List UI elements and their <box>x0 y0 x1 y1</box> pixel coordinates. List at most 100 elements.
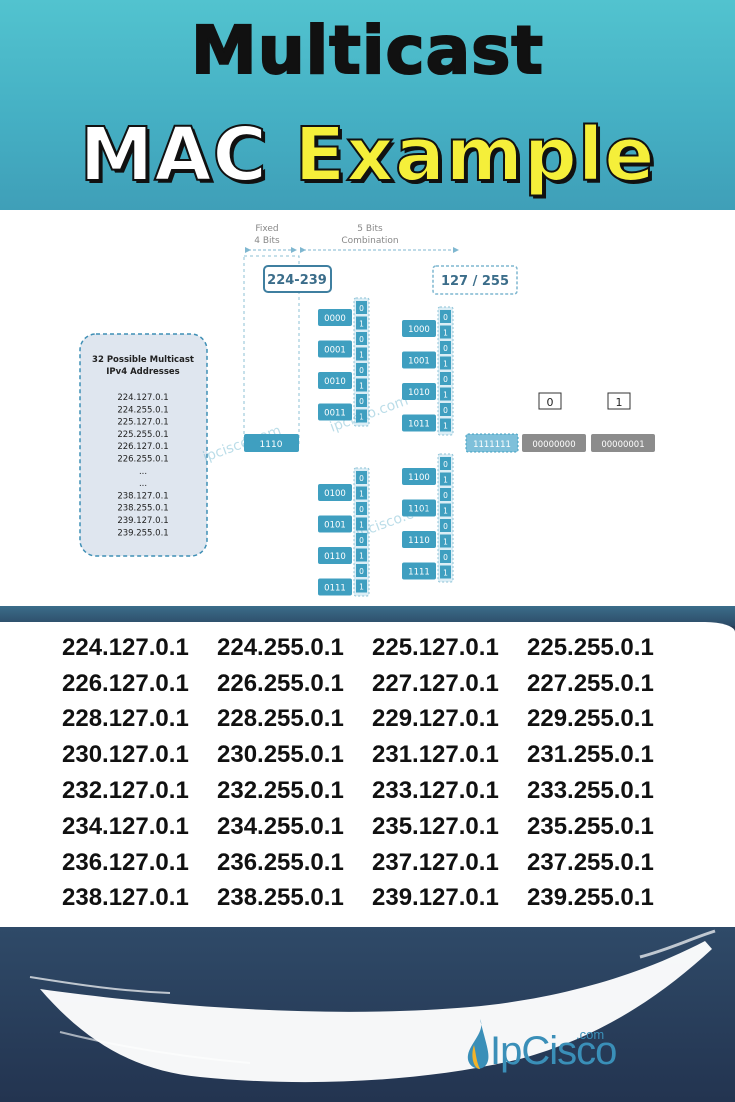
address-cell: 233.255.0.1 <box>527 777 654 805</box>
fixed-bits-box <box>244 434 299 452</box>
bit-cell <box>440 488 451 501</box>
bit-label: 1 <box>443 507 448 516</box>
combination-label: 0101 <box>324 521 346 531</box>
bit-label: 0 <box>443 406 448 415</box>
bit-cell <box>356 316 367 330</box>
combination-box <box>318 309 352 326</box>
bit-label: 0 <box>443 460 448 469</box>
address-cell: 234.127.0.1 <box>62 812 189 840</box>
address-cell: 236.127.0.1 <box>62 848 189 876</box>
addresses-title-2: IPv4 Addresses <box>106 367 179 377</box>
address-cell: 238.255.0.1 <box>217 884 344 912</box>
bit-cell <box>440 341 451 354</box>
bit-label: 0 <box>443 491 448 500</box>
bit-cell <box>440 472 451 486</box>
address-list-item: 238.127.0.1 <box>117 491 168 501</box>
combination-box <box>318 547 352 564</box>
address-panel: 224.127.0.1 224.255.0.1 225.127.0.1 225.255… <box>0 622 735 927</box>
diagram-canvas: Fixed 4 Bits 5 Bits Combination 224-239 … <box>79 224 655 597</box>
title-mac: MAC <box>79 111 268 199</box>
bit-cell <box>356 409 367 423</box>
bit-cell <box>440 325 451 339</box>
mac-a-label: 00000000 <box>532 440 575 450</box>
bit-label: 0 <box>443 375 448 384</box>
bit-label: 0 <box>359 366 364 375</box>
bit-cell <box>356 301 367 314</box>
address-cell: 227.255.0.1 <box>527 669 654 697</box>
address-cell: 232.255.0.1 <box>217 777 344 805</box>
bit-cell <box>440 372 451 385</box>
combination-label: 0010 <box>324 377 346 387</box>
combination-label: 0001 <box>324 346 346 356</box>
bit-cell <box>440 503 451 517</box>
addresses-box <box>79 333 208 557</box>
title-example: Example <box>294 111 656 199</box>
combination-label: 1111 <box>408 568 430 578</box>
range-box-first <box>263 265 332 293</box>
address-cell: 236.255.0.1 <box>217 848 344 876</box>
address-cell: 233.127.0.1 <box>372 777 499 805</box>
address-list-item: 238.255.0.1 <box>117 504 168 514</box>
combination-label: 0100 <box>324 489 346 499</box>
footer-banner: IpCisco .com <box>0 927 735 1102</box>
bit-cell <box>440 387 451 401</box>
address-cell: 227.127.0.1 <box>372 669 499 697</box>
address-cell: 239.127.0.1 <box>372 884 499 912</box>
bit-label: 1 <box>359 552 364 561</box>
bit-cell <box>440 403 451 416</box>
address-list-item: 226.255.0.1 <box>117 455 168 465</box>
fixed-label-2: 4 Bits <box>254 236 280 246</box>
address-cell: 239.255.0.1 <box>527 884 654 912</box>
combination-label: 1011 <box>408 420 430 430</box>
combination-box <box>318 515 352 533</box>
combination-box <box>402 531 436 548</box>
address-row: 224.127.0.1 224.255.0.1 225.127.0.1 225.255… <box>62 630 682 666</box>
combination-box <box>318 340 352 358</box>
address-cell: 224.255.0.1 <box>217 633 344 661</box>
combination-label: 0000 <box>324 314 346 324</box>
bit-label: 0 <box>443 313 448 322</box>
bit-cell <box>356 548 367 562</box>
address-list-item: ... <box>139 467 147 477</box>
bit-label: 1 <box>443 360 448 369</box>
address-cell: 229.127.0.1 <box>372 705 499 733</box>
marker-a-label: 0 <box>547 396 554 409</box>
address-cell: 225.255.0.1 <box>527 633 654 661</box>
bit-cell <box>440 457 451 470</box>
address-cell: 225.127.0.1 <box>372 633 499 661</box>
mac-box-b <box>591 434 655 452</box>
address-list-item: 224.255.0.1 <box>117 405 168 415</box>
address-cell: 226.127.0.1 <box>62 669 189 697</box>
mac-box-a <box>522 434 586 452</box>
address-cell: 228.127.0.1 <box>62 705 189 733</box>
bit-label: 0 <box>359 567 364 576</box>
bit-cell <box>356 564 367 577</box>
multicast-mac-diagram: Fixed 4 Bits 5 Bits Combination 224-239 … <box>0 210 735 606</box>
bit-label: 1 <box>359 521 364 530</box>
address-list-item: 226.127.0.1 <box>117 442 168 452</box>
combination-box <box>402 414 436 432</box>
combination-box <box>318 403 352 421</box>
address-cell: 234.255.0.1 <box>217 812 344 840</box>
range-second-octet: 127 / 255 <box>441 274 509 289</box>
combination-label: 1101 <box>408 505 430 515</box>
bit-cell <box>356 517 367 531</box>
bit-label: 0 <box>359 474 364 483</box>
bit-cell <box>356 471 367 484</box>
combination-label: 1110 <box>408 536 430 546</box>
address-cell: 224.127.0.1 <box>62 633 189 661</box>
bit-label: 1 <box>443 391 448 400</box>
combination-box <box>402 320 436 337</box>
combination-label: 0011 <box>324 409 346 419</box>
bit-label: 1 <box>443 329 448 338</box>
combination-label: 0110 <box>324 552 346 562</box>
combination-box <box>318 372 352 389</box>
address-cell: 230.127.0.1 <box>62 741 189 769</box>
bit-label: 1 <box>359 351 364 360</box>
address-list: 224.127.0.1224.255.0.1225.127.0.1225.255… <box>117 393 168 538</box>
address-list-item: 225.127.0.1 <box>117 418 168 428</box>
combination-box <box>402 351 436 369</box>
bit-label: 0 <box>359 335 364 344</box>
bit-label: 0 <box>359 304 364 313</box>
